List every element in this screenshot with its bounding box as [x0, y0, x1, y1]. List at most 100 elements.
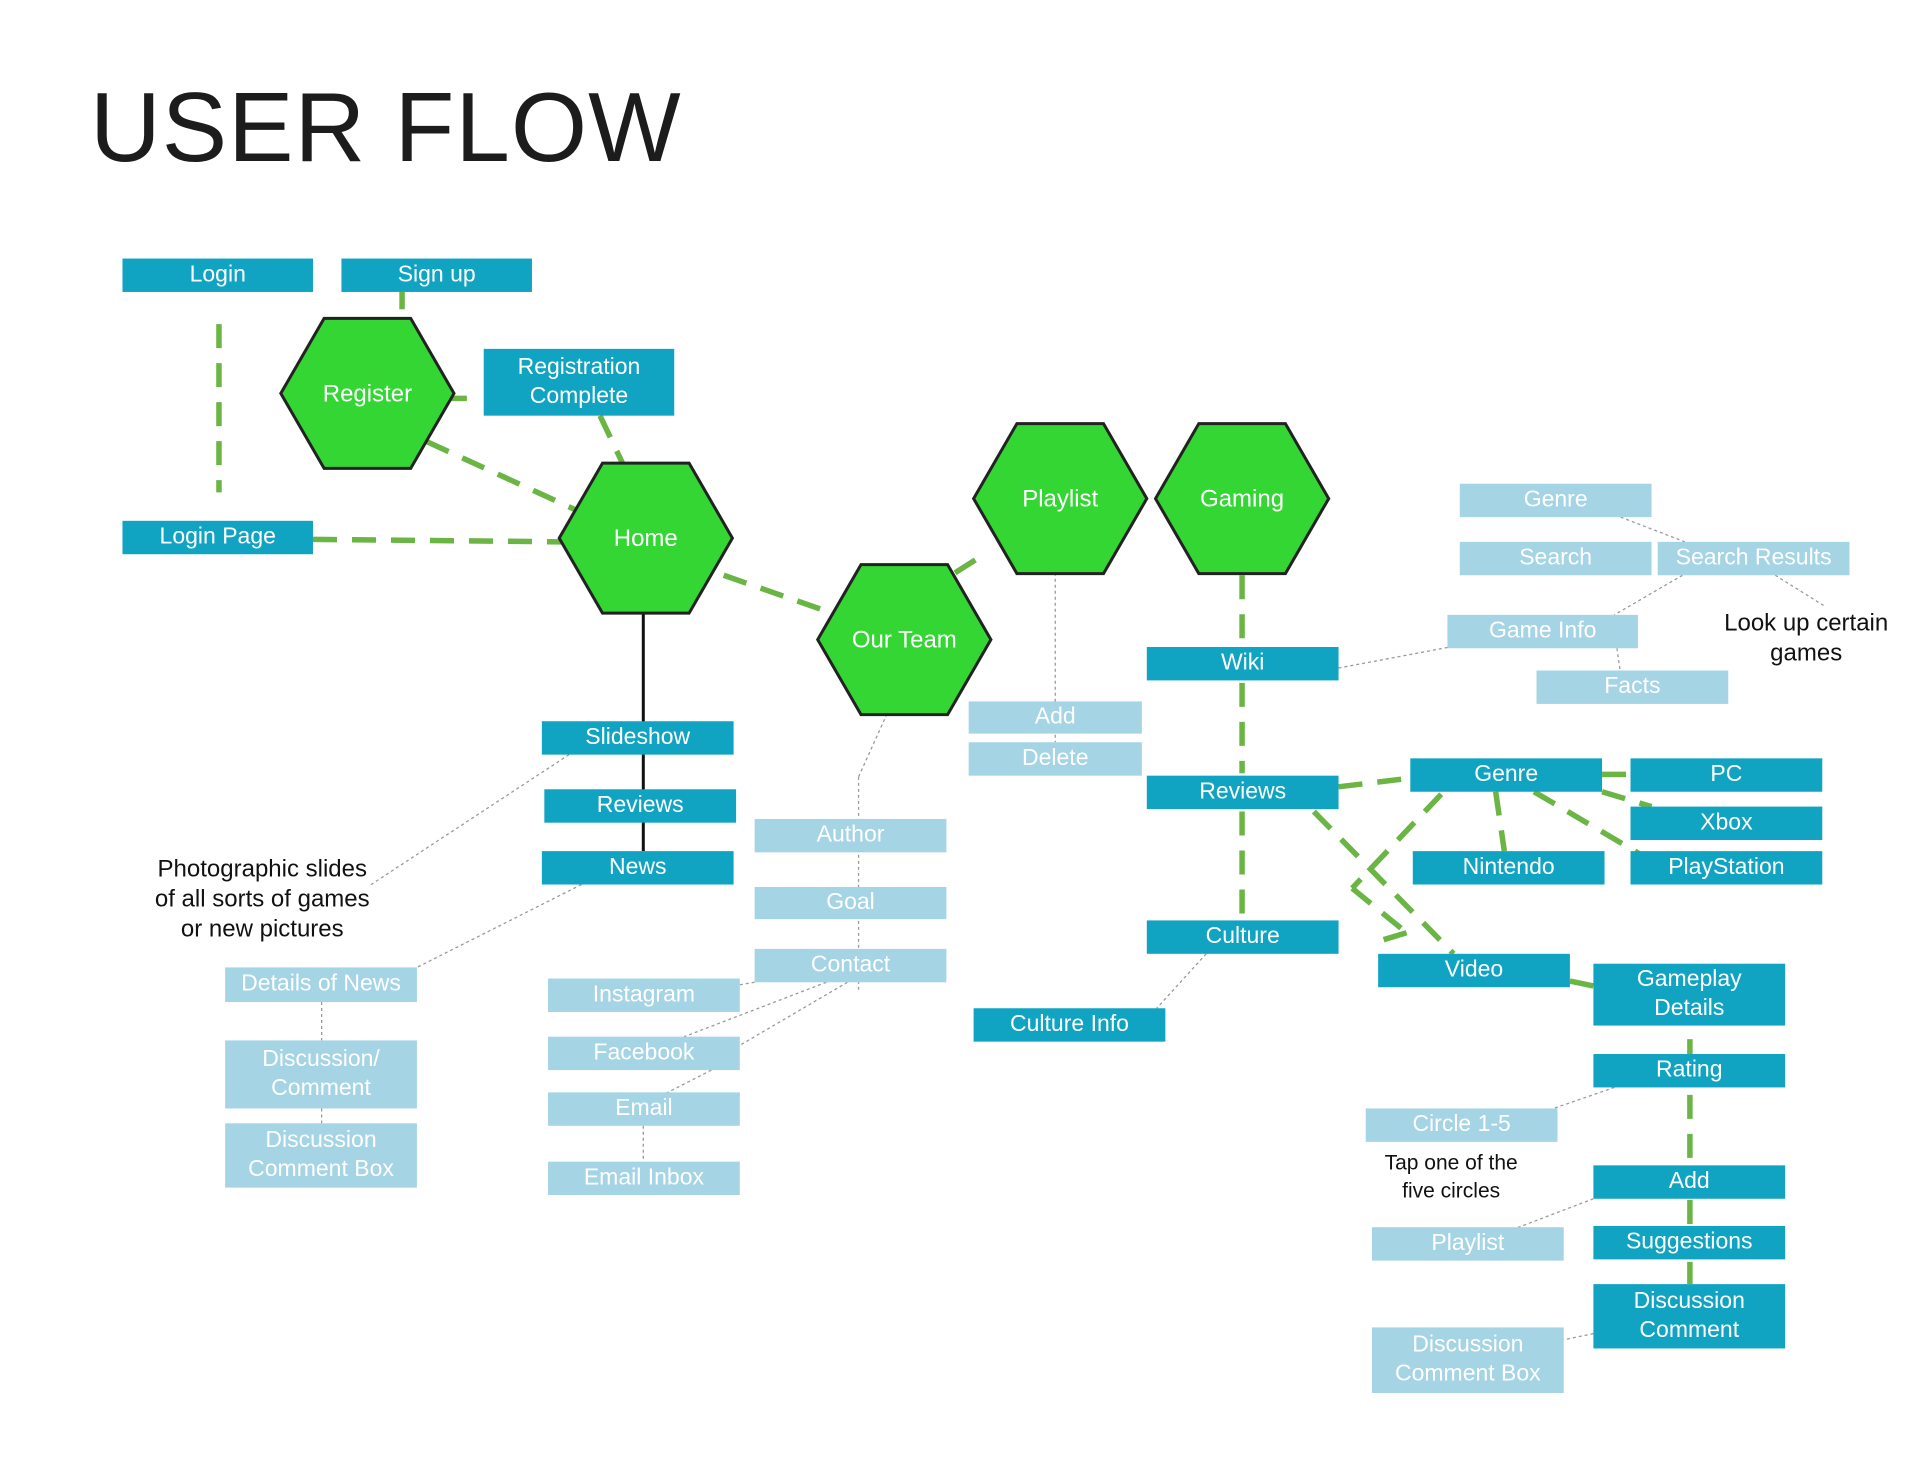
box-news: News	[541, 851, 734, 885]
reviews-genre-dash-connector	[1338, 775, 1411, 790]
hexagon-label: Register	[323, 380, 412, 407]
box-fill	[1593, 1165, 1786, 1199]
box-search-results: Search Results	[1657, 541, 1850, 576]
box-fill	[754, 887, 947, 920]
box-reviews-gaming: Reviews	[1146, 775, 1339, 810]
results-gameinfo-guide-connector	[1614, 574, 1683, 616]
box-culture-info: Culture Info	[973, 1008, 1166, 1042]
box-circle: Circle 1-5	[1365, 1108, 1558, 1142]
box-fill	[544, 789, 737, 823]
box-label: News	[609, 853, 667, 879]
box-pc: PC	[1630, 758, 1823, 792]
box-contact: Contact	[754, 948, 947, 983]
register-home-dash-connector	[425, 439, 577, 513]
box-discussion-comment-news: Discussion/Comment	[225, 1040, 417, 1109]
box-culture: Culture	[1146, 920, 1339, 954]
box-label: Playlist	[1431, 1229, 1504, 1255]
box-fill	[1459, 541, 1652, 576]
gameinfo-facts-guide-connector	[1616, 648, 1622, 675]
box-label: Login	[190, 260, 246, 286]
box-label: Add	[1035, 703, 1076, 729]
page-title: USER FLOW	[90, 72, 682, 182]
complete-home-dash-connector	[597, 414, 625, 464]
box-goal: Goal	[754, 887, 947, 920]
box-instagram: Instagram	[548, 978, 740, 1012]
box-game-info: Game Info	[1447, 614, 1638, 649]
box-rating: Rating	[1593, 1054, 1786, 1088]
box-fill	[1371, 1327, 1564, 1393]
box-wiki: Wiki	[1146, 647, 1339, 681]
genre-nintendo-dash-connector	[1492, 791, 1508, 852]
box-fill	[1593, 1284, 1786, 1349]
genre-results-guide-connector	[1620, 516, 1686, 543]
genre-xbox-dash-connector	[1601, 789, 1653, 810]
ourteam-playlist-dash-connector	[953, 553, 984, 576]
zig2-dash-connector	[1381, 930, 1408, 943]
box-fill	[1146, 920, 1339, 954]
slideshow-note-guide-connector	[370, 754, 570, 886]
note-text: five circles	[1402, 1180, 1500, 1203]
box-fill	[754, 818, 947, 853]
box-fill	[968, 701, 1142, 734]
box-email: Email	[548, 1092, 740, 1126]
box-label: Comment	[1639, 1316, 1739, 1342]
box-login: Login	[122, 258, 313, 292]
box-label: Add	[1669, 1167, 1710, 1193]
box-add-playlist: Add	[968, 701, 1142, 734]
box-fill	[1146, 775, 1339, 810]
box-label: Comment Box	[248, 1155, 394, 1181]
box-label: Reviews	[1199, 777, 1286, 803]
box-label: Culture	[1206, 922, 1280, 948]
box-label: Sign up	[398, 260, 476, 286]
hexagon-playlist: Playlist	[971, 422, 1149, 576]
box-reviews-home: Reviews	[544, 789, 737, 823]
box-label: Nintendo	[1463, 853, 1555, 879]
news-details-guide-connector	[414, 883, 582, 970]
box-label: Comment	[271, 1074, 371, 1100]
box-label: Culture Info	[1010, 1010, 1129, 1036]
box-slideshow: Slideshow	[541, 721, 734, 755]
box-email-inbox: Email Inbox	[548, 1161, 740, 1196]
box-fill	[541, 721, 734, 755]
box-facebook: Facebook	[548, 1036, 740, 1071]
box-fill	[548, 978, 740, 1012]
hexagon-label: Playlist	[1022, 486, 1098, 513]
zig1-dash-connector	[1350, 886, 1409, 935]
box-label: Author	[817, 821, 885, 847]
box-fill	[973, 1008, 1166, 1042]
box-login-page: Login Page	[122, 520, 313, 555]
box-fill	[1410, 758, 1603, 792]
box-label: Details	[1654, 994, 1724, 1020]
hexagon-shape	[815, 563, 993, 717]
box-fill	[1630, 851, 1823, 885]
box-label: Gameplay	[1637, 965, 1742, 991]
box-label: Discussion/	[262, 1045, 380, 1071]
add-playlist-guide-connector	[1515, 1198, 1594, 1230]
box-label: Complete	[530, 382, 628, 408]
box-fill	[1365, 1108, 1558, 1142]
box-suggestions: Suggestions	[1593, 1225, 1786, 1260]
box-fill	[1459, 483, 1652, 518]
discussion-box-video-guide-connector	[1563, 1332, 1594, 1341]
box-label: Slideshow	[585, 723, 690, 749]
box-sign-up: Sign up	[341, 258, 532, 292]
box-author: Author	[754, 818, 947, 853]
box-fill	[968, 742, 1142, 776]
box-fill	[1630, 758, 1823, 792]
box-label: Search	[1519, 544, 1592, 570]
hexagon-shape	[279, 316, 456, 470]
box-fill	[754, 948, 947, 983]
culture-info-guide-connector	[1156, 953, 1207, 1009]
contact-email-guide-connector	[739, 981, 848, 1046]
note-text: Photographic slides	[158, 855, 367, 882]
contact-instagram-guide-connector	[739, 981, 755, 986]
box-fill	[225, 1123, 417, 1188]
box-label: Game Info	[1489, 617, 1596, 643]
box-details-news: Details of News	[225, 967, 417, 1003]
box-label: PlayStation	[1668, 853, 1784, 879]
box-fill	[1378, 953, 1570, 988]
